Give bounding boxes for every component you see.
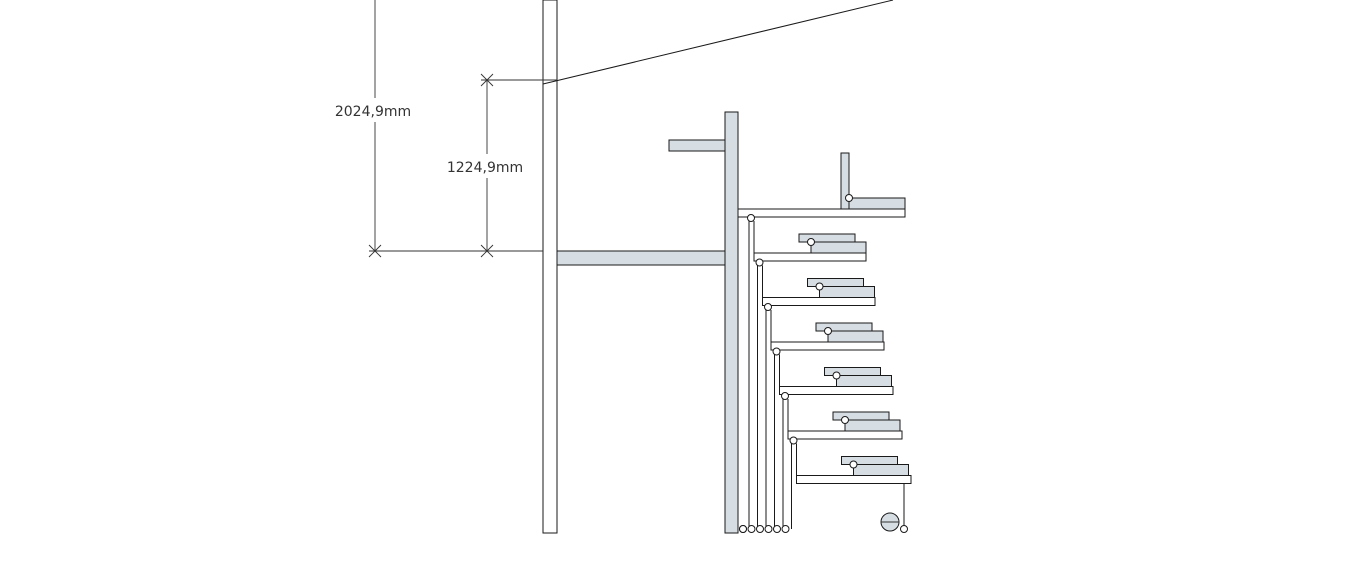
tier-1-lower-block: [810, 241, 867, 254]
tier-2-roller: [747, 525, 756, 533]
main-column: [724, 111, 739, 534]
dimension-lower-label: 1224,9mm: [447, 160, 523, 176]
tier-5-pivot: [781, 392, 789, 400]
tier-2-lower-block: [819, 286, 875, 298]
tier-2-block-joint: [815, 282, 824, 291]
bottom-rollers: [739, 525, 790, 533]
shelf-tiers: [747, 214, 912, 529]
tier-4-block-joint: [832, 371, 841, 380]
tier-3-block-joint: [824, 327, 832, 335]
top-post: [840, 152, 850, 210]
tier-6-tray: [796, 475, 912, 484]
top-step-block: [848, 197, 906, 210]
dimension-overall: 2024,9mm: [330, 0, 543, 258]
top-platform: [737, 208, 906, 218]
horizontal-beam: [556, 250, 726, 266]
sloped-ceiling-line: [542, 0, 894, 85]
tier-4-tray: [779, 386, 894, 395]
tier-2-pivot: [755, 258, 764, 267]
tier-4-lower-block: [836, 375, 892, 387]
tier-5-tray: [787, 430, 903, 440]
tier-2-tray: [762, 297, 876, 306]
wall-post: [542, 0, 558, 534]
dimension-lower: 1224,9mm: [444, 73, 557, 258]
tier-4-roller: [764, 525, 773, 533]
tier-6-lower-block: [853, 464, 909, 476]
tier-3-tray: [770, 341, 885, 351]
tier-4-pivot: [772, 347, 781, 356]
tier-3-lower-block: [827, 330, 884, 343]
tier-5-lower-block: [844, 419, 901, 432]
tier-6-pivot: [789, 436, 798, 445]
tier-1-block-joint: [807, 238, 815, 246]
tier-3-pivot: [764, 303, 772, 311]
dimension-overall-label: 2024,9mm: [335, 104, 411, 120]
tier-5-roller: [773, 525, 781, 533]
tier-1-pivot: [747, 214, 755, 222]
tier-6-block-joint: [849, 460, 858, 469]
tier-5-block-joint: [841, 416, 849, 424]
top-pivot-joint: [845, 194, 853, 202]
end-roller: [900, 525, 908, 533]
column-roller: [739, 525, 747, 533]
tier-6-roller: [781, 525, 790, 533]
top-bracket-arm: [668, 139, 726, 152]
tier-3-roller: [756, 525, 764, 533]
tier-1-tray: [753, 252, 867, 262]
